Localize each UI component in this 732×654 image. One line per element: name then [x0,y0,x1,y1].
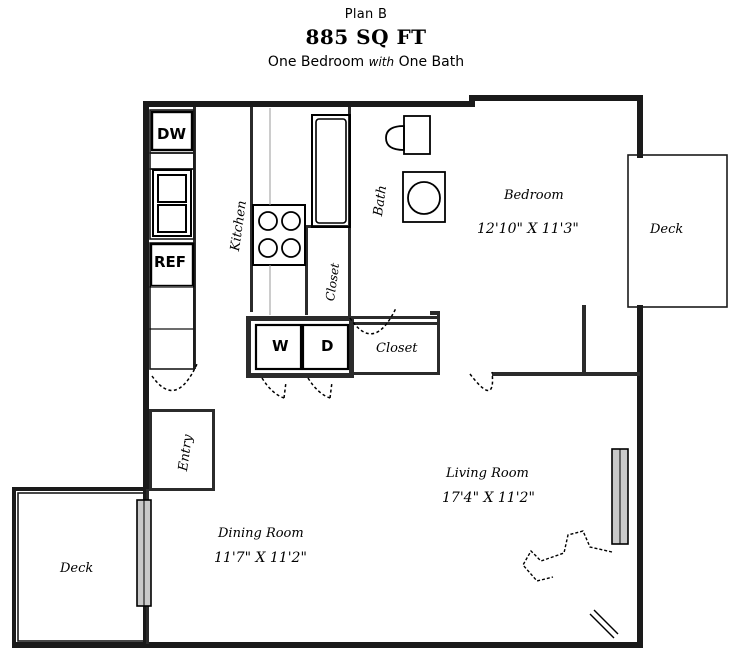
washer-dryer-units [254,323,350,371]
toilet-icon [385,115,431,155]
exterior-walls [12,95,643,648]
plan-name: Plan B [344,7,388,22]
room-label-closet-hall: Closet [376,341,418,356]
stair-hatch [589,609,619,639]
subtitle-post: One Bath [394,54,465,70]
washer-label: W [272,337,289,355]
room-label-living-room: Living Room [446,466,529,481]
subtitle-pre: One Bedroom [267,54,369,70]
counter-guides [151,108,271,330]
room-label-deck-right: Deck [650,222,684,237]
room-dimensions-dining-room: 11'7" X 11'2" [214,550,307,566]
subtitle-with: with [368,55,395,69]
room-label-dining-room: Dining Room [218,526,304,541]
dryer-label: D [321,337,334,355]
dishwasher-outline [150,110,194,152]
round-sink-icon [402,171,446,223]
room-dimensions-living-room: 17'4" X 11'2" [442,490,535,506]
double-basin-sink-icon [152,169,192,237]
room-label-bedroom: Bedroom [504,188,564,203]
door-swings [151,307,494,399]
refrigerator-outline [149,242,195,288]
four-burner-cooktop-icon [252,204,306,266]
room-dimensions-bedroom: 12'10" X 11'3" [477,221,579,237]
plan-area: 885 SQ FT [305,25,427,49]
refrigerator-label: REF [154,253,187,271]
sliding-door-living-room[interactable] [611,448,629,545]
deck-outlines [17,154,728,642]
sliding-door-deck-left[interactable] [136,499,152,607]
room-label-deck-left: Deck [60,561,94,576]
bathtub-icon [311,114,351,228]
dishwasher-label: DW [157,125,186,143]
patio-furnishing-outline [522,530,613,582]
plan-subtitle: One Bedroom with One Bath [0,55,732,69]
